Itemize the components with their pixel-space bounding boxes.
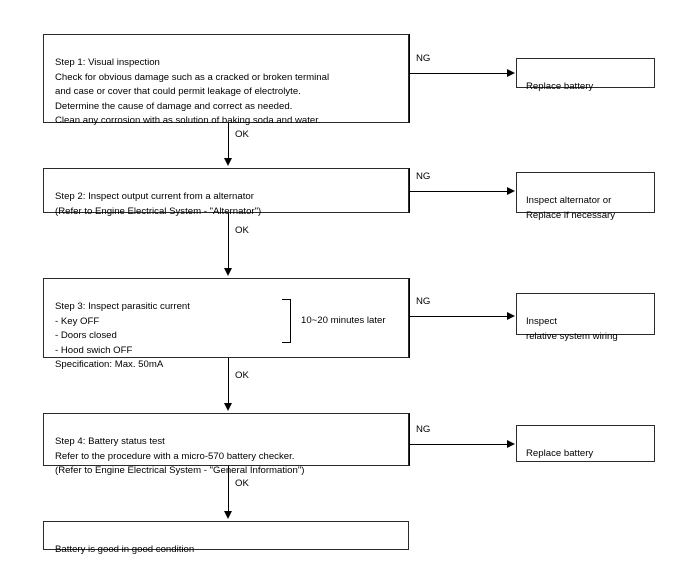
ng-outcome-1-text: Replace battery [526, 81, 594, 93]
ng-branch-4-arrowhead [507, 440, 515, 448]
ng-branch-3-stub [409, 278, 410, 358]
ok-connector-2-arrowhead [224, 268, 232, 276]
ok-connector-3-label: OK [235, 370, 249, 381]
step-4-box[interactable]: Step 4: Battery status test Refer to the… [43, 413, 409, 476]
ok-connector-4-line [228, 466, 229, 513]
step-3-bracket-label: 10~20 minutes later [301, 315, 386, 326]
ok-connector-4-arrowhead [224, 511, 232, 519]
ng-outcome-2-text: Inspect alternator or Replace if necessa… [526, 195, 616, 221]
step-3-box[interactable]: Step 3: Inspect parasitic current - Key … [43, 278, 409, 370]
ng-branch-4-line [409, 444, 507, 445]
ng-branch-1-line [409, 73, 507, 74]
ok-connector-1-arrowhead [224, 158, 232, 166]
ok-connector-2-label: OK [235, 225, 249, 236]
ng-outcome-3-text: Inspect relative system wiring [526, 316, 618, 342]
ng-branch-1-arrowhead [507, 69, 515, 77]
step-1-box[interactable]: Step 1: Visual inspection Check for obvi… [43, 34, 409, 126]
result-text: Battery is good in good condition [55, 544, 195, 556]
step-4-text: Step 4: Battery status test Refer to the… [55, 436, 305, 477]
ok-connector-1-line [228, 123, 229, 160]
step-3-bracket-group: 10~20 minutes later [282, 299, 386, 343]
ng-outcome-1-box[interactable]: Replace battery [516, 58, 655, 92]
ng-branch-2-label: NG [416, 171, 431, 182]
ng-branch-4-label: NG [416, 424, 431, 435]
ng-outcome-3-box[interactable]: Inspect relative system wiring [516, 293, 655, 342]
ng-branch-3-line [409, 316, 507, 317]
ng-branch-1-label: NG [416, 53, 431, 64]
step-1-text: Step 1: Visual inspection Check for obvi… [55, 57, 330, 127]
ng-branch-3-label: NG [416, 296, 431, 307]
step-3-text: Step 3: Inspect parasitic current - Key … [55, 301, 190, 371]
ng-branch-2-stub [409, 168, 410, 213]
ok-connector-1-label: OK [235, 129, 249, 140]
ok-connector-3-line [228, 358, 229, 405]
ng-branch-3-arrowhead [507, 312, 515, 320]
ng-branch-1-stub [409, 34, 410, 123]
ng-outcome-4-text: Replace battery [526, 448, 594, 460]
step-3-bracket-icon [282, 299, 291, 343]
ng-branch-4-stub [409, 413, 410, 466]
ng-branch-2-line [409, 191, 507, 192]
ok-connector-3-arrowhead [224, 403, 232, 411]
ok-connector-2-line [228, 213, 229, 270]
ng-outcome-4-box[interactable]: Replace battery [516, 425, 655, 462]
step-2-text: Step 2: Inspect output current from a al… [55, 191, 262, 217]
step-2-box[interactable]: Step 2: Inspect output current from a al… [43, 168, 409, 217]
ok-connector-4-label: OK [235, 478, 249, 489]
result-box[interactable]: Battery is good in good condition [43, 521, 409, 555]
ng-outcome-2-box[interactable]: Inspect alternator or Replace if necessa… [516, 172, 655, 221]
ng-branch-2-arrowhead [507, 187, 515, 195]
